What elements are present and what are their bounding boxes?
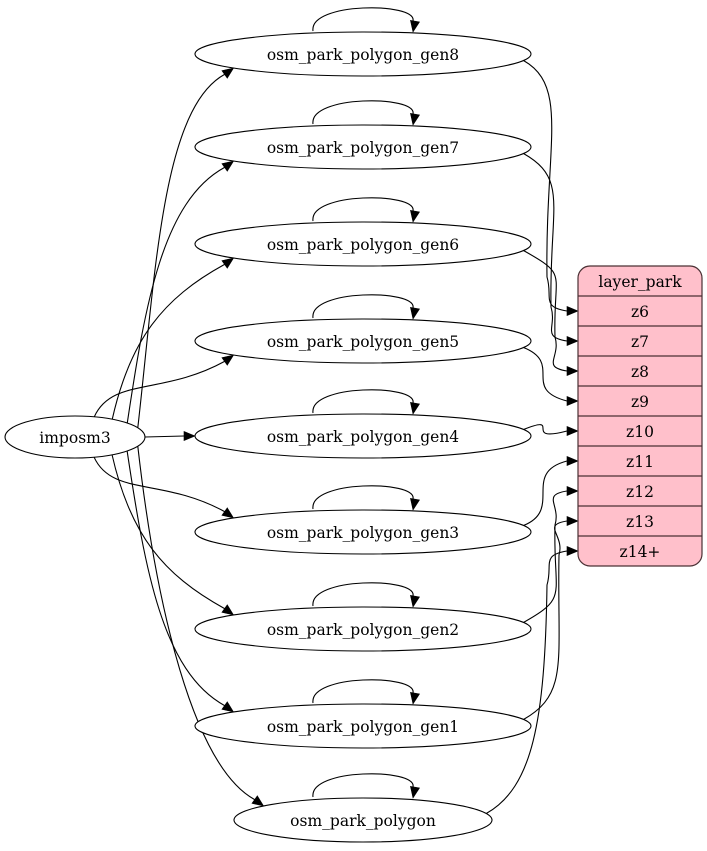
self-loop-edge-gen3 — [312, 485, 414, 510]
table-node-label-gen2: osm_park_polygon_gen2 — [267, 621, 459, 639]
record-row-label-z13: z13 — [626, 513, 654, 531]
self-loop-edge-gen6 — [312, 197, 414, 222]
arrowhead-imposm3-gen7 — [221, 160, 235, 172]
self-loop-edge-gen7 — [312, 100, 414, 125]
table-node-shape-gen1[interactable] — [194, 703, 532, 749]
table-node-label-gen5: osm_park_polygon_gen5 — [267, 333, 459, 351]
table-node-label-gen8: osm_park_polygon_gen8 — [267, 46, 459, 64]
layer-park-record: layer_park z6 z7 z8 z9 z10 z11 z12 z13 z14+ — [577, 265, 703, 567]
edges-imposm3-to-tables — [93, 67, 265, 807]
record-outline — [577, 265, 703, 567]
edge-imposm3-gen1 — [126, 450, 225, 707]
arrowhead-gen8-to-z6 — [566, 305, 579, 317]
table-node-shape-base[interactable] — [233, 797, 493, 843]
record-row-label-z6: z6 — [631, 303, 649, 321]
record-row-label-z8: z8 — [631, 363, 649, 381]
arrowhead-base-to-z14+ — [566, 545, 579, 557]
table-node-label-gen4: osm_park_polygon_gen4 — [267, 428, 459, 446]
self-loop-arrowhead-gen1 — [410, 691, 420, 705]
arrowhead-imposm3-base — [251, 795, 265, 807]
edge-gen8-to-z6 — [523, 60, 568, 312]
self-loop-edge-gen4 — [312, 389, 414, 414]
edges-tables-to-layer-park — [485, 60, 579, 814]
self-loop-arrowhead-gen8 — [410, 19, 420, 33]
record-row-label-z12: z12 — [626, 483, 654, 501]
self-loop-edge-gen5 — [312, 294, 414, 319]
edge-imposm3-gen6 — [111, 263, 225, 420]
arrowhead-imposm3-gen6 — [221, 257, 235, 269]
edge-gen5-to-z9 — [523, 346, 568, 402]
edge-gen4-to-z10 — [523, 424, 568, 435]
edge-imposm3-gen4 — [144, 435, 185, 438]
arrowhead-gen7-to-z7 — [566, 335, 579, 347]
self-loop-arrowhead-base — [410, 785, 420, 799]
self-loop-arrowhead-gen3 — [410, 497, 420, 511]
table-node-shape-gen4[interactable] — [194, 413, 532, 459]
self-loop-arrowhead-gen4 — [410, 401, 420, 415]
table-node-label-gen6: osm_park_polygon_gen6 — [267, 236, 459, 254]
edge-gen6-to-z8 — [523, 250, 568, 372]
self-loop-arrowhead-gen7 — [410, 112, 420, 126]
self-loop-edge-gen1 — [312, 679, 414, 704]
table-node-shape-gen6[interactable] — [194, 221, 532, 267]
record-row-label-z11: z11 — [626, 453, 654, 471]
edge-imposm3-gen3 — [93, 456, 225, 513]
source-node-label: imposm3 — [39, 429, 110, 447]
arrowhead-gen1-to-z13 — [566, 515, 579, 527]
edge-imposm3-gen5 — [93, 360, 225, 418]
arrowhead-imposm3-gen8 — [221, 67, 235, 79]
record-header-label: layer_park — [598, 273, 682, 291]
arrowhead-imposm3-gen2 — [221, 604, 235, 616]
edge-gen7-to-z7 — [523, 153, 568, 342]
table-node-shape-gen8[interactable] — [194, 31, 532, 77]
arrowhead-gen4-to-z10 — [566, 425, 579, 437]
arrowhead-gen6-to-z8 — [566, 365, 579, 377]
record-row-label-z7: z7 — [631, 333, 649, 351]
source-node: imposm3 — [4, 415, 146, 459]
self-loop-edge-gen2 — [312, 582, 414, 607]
edge-imposm3-gen7 — [126, 166, 225, 424]
self-loop-arrowhead-gen5 — [410, 306, 420, 320]
source-node-shape[interactable] — [4, 415, 146, 459]
edge-gen1-to-z13 — [523, 520, 568, 720]
table-nodes: osm_park_polygon_gen8 osm_park_polygon_ge… — [194, 31, 532, 843]
arrowhead-gen2-to-z12 — [566, 485, 579, 497]
table-node-label-gen7: osm_park_polygon_gen7 — [267, 139, 459, 157]
record-row-label-z10: z10 — [626, 423, 654, 441]
arrowhead-imposm3-gen1 — [221, 701, 235, 713]
edge-gen2-to-z12 — [523, 490, 568, 623]
table-node-shape-gen2[interactable] — [194, 606, 532, 652]
self-loop-edges — [312, 7, 420, 799]
arrowhead-imposm3-gen3 — [221, 507, 235, 519]
self-loop-edge-gen8 — [312, 7, 414, 32]
table-node-label-gen3: osm_park_polygon_gen3 — [267, 524, 459, 542]
table-node-shape-gen5[interactable] — [194, 318, 532, 364]
arrowhead-imposm3-gen5 — [221, 354, 235, 366]
self-loop-edge-base — [312, 773, 414, 798]
arrowhead-gen5-to-z9 — [566, 395, 579, 407]
table-node-shape-gen7[interactable] — [194, 124, 532, 170]
table-node-label-gen1: osm_park_polygon_gen1 — [267, 718, 459, 736]
self-loop-arrowhead-gen6 — [410, 209, 420, 223]
record-row-label-z14+: z14+ — [620, 543, 661, 561]
edge-gen3-to-z11 — [523, 460, 568, 527]
arrowhead-imposm3-gen4 — [183, 430, 196, 442]
arrowhead-gen3-to-z11 — [566, 455, 579, 467]
table-node-shape-gen3[interactable] — [194, 509, 532, 555]
record-row-label-z9: z9 — [631, 393, 649, 411]
table-node-label-base: osm_park_polygon — [290, 812, 436, 830]
edge-imposm3-base — [137, 446, 255, 801]
edge-base-to-z14+ — [485, 550, 568, 814]
self-loop-arrowhead-gen2 — [410, 594, 420, 608]
edge-imposm3-gen8 — [137, 73, 225, 428]
